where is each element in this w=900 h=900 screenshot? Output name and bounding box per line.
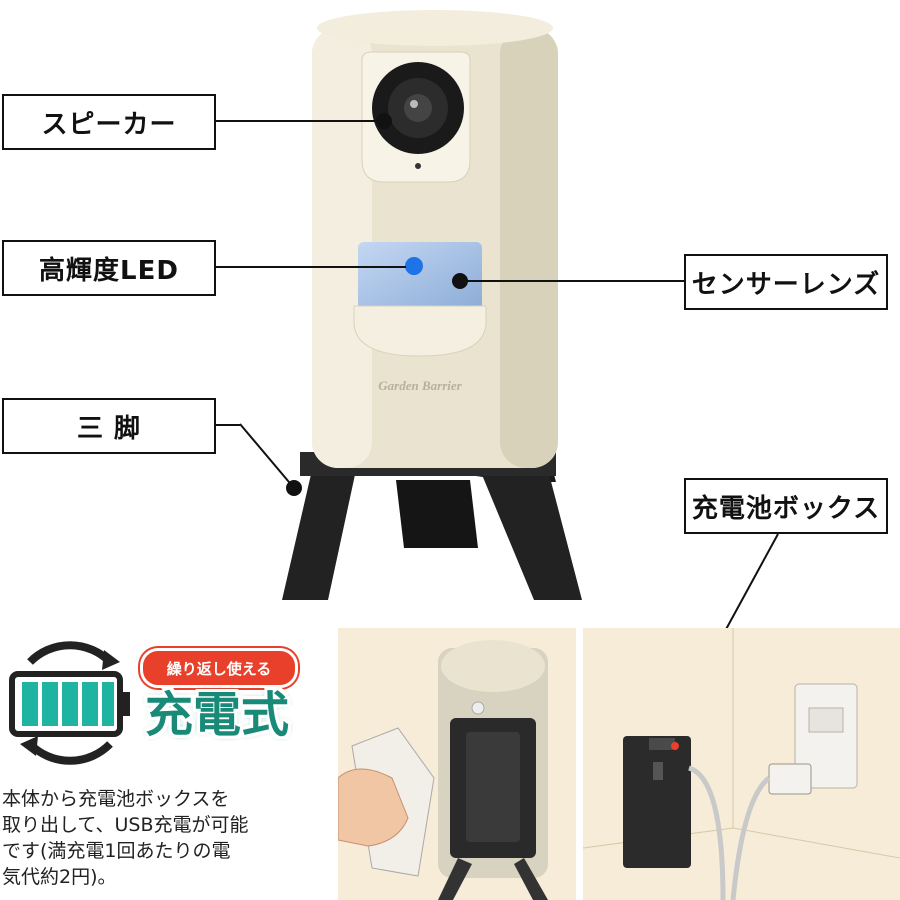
device-body: [312, 10, 558, 468]
marker-tripod: [286, 480, 302, 496]
battery-charge-icon: [9, 641, 130, 765]
callout-led-label: 高輝度LED: [39, 255, 179, 286]
leader-speaker: [216, 120, 384, 122]
badge-subtitle: 繰り返し使える: [140, 648, 298, 688]
callout-tripod-label: 三 脚: [76, 413, 142, 444]
open-device-illustration: [338, 628, 576, 900]
callout-led: 高輝度LED: [2, 240, 216, 296]
description-text: 本体から充電池ボックスを 取り出して、USB充電が可能 です(満充電1回あたりの…: [2, 788, 249, 888]
panel-usb-charging: [583, 628, 900, 900]
callout-tripod: 三 脚: [2, 398, 216, 454]
device-illustration: [282, 10, 582, 600]
marker-speaker: [376, 113, 392, 129]
leader-tripod-diag: [239, 423, 295, 489]
callout-battery-box: 充電池ボックス: [684, 478, 888, 534]
marker-sensor: [452, 273, 468, 289]
tripod: [282, 452, 582, 600]
callout-speaker: スピーカー: [2, 94, 216, 150]
marker-led: [406, 259, 422, 275]
brand-logo: Garden Barrier: [378, 378, 462, 393]
leader-led: [216, 266, 406, 268]
callout-speaker-label: スピーカー: [41, 109, 177, 140]
usb-charging-illustration: [583, 628, 900, 900]
panel-open-device: [338, 628, 576, 900]
callout-sensor: センサーレンズ: [684, 254, 888, 310]
callout-battery-box-label: 充電池ボックス: [691, 493, 881, 524]
leader-sensor: [466, 280, 684, 282]
callout-sensor-label: センサーレンズ: [691, 269, 881, 300]
leader-tripod-h: [216, 424, 240, 426]
badge-title: 充電式: [144, 687, 289, 743]
